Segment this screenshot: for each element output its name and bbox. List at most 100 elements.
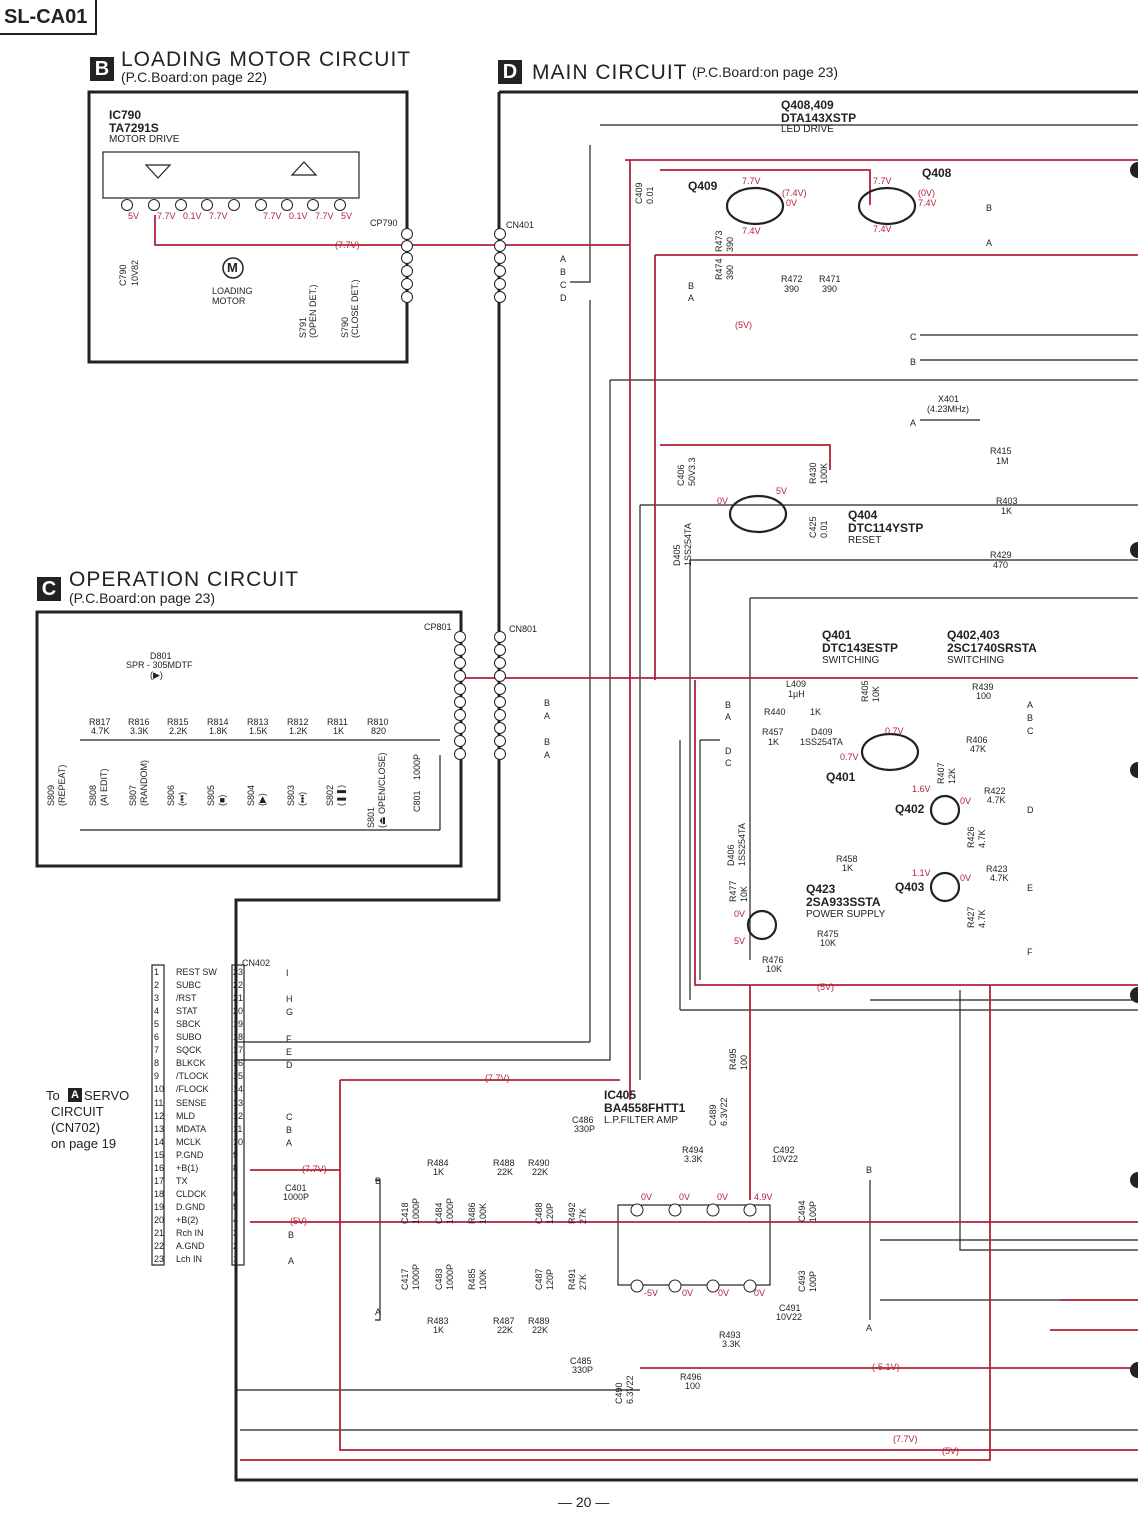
q408-409-part: DTA143XSTP xyxy=(781,111,857,125)
section-title-operation: OPERATION CIRCUIT xyxy=(69,568,300,591)
c483-val: 1000P xyxy=(445,1263,455,1290)
r811-val: 1K xyxy=(333,726,345,736)
c489-val: 6.3V22 xyxy=(719,1097,729,1126)
r489-val: 22K xyxy=(532,1325,549,1335)
r492-ref: R492 xyxy=(567,1202,577,1224)
r426-val: 4.7K xyxy=(977,829,987,848)
r471-val: 390 xyxy=(822,284,838,294)
cn402-pin-label: MDATA xyxy=(176,1123,207,1134)
r488-ref: R488 xyxy=(493,1158,515,1168)
r496-val: 100 xyxy=(685,1381,701,1391)
cn801-letter-b2: B xyxy=(544,737,551,747)
c417-val: 1000P xyxy=(411,1263,421,1290)
cn402-pin-label: /FLOCK xyxy=(176,1084,209,1095)
r484-val: 1K xyxy=(433,1167,445,1177)
c484-ref: C484 xyxy=(434,1202,444,1224)
r474-letter-b: B xyxy=(688,281,695,291)
v-q404-b: 0V xyxy=(717,496,729,506)
c418-val: 1000P xyxy=(411,1197,421,1224)
c409-ref: C409 xyxy=(634,182,644,204)
v-q408-c: 7.4V xyxy=(918,198,937,208)
cn402-pin-number-left: 8 xyxy=(154,1058,160,1069)
cn402-pin-label: SBCK xyxy=(176,1019,201,1030)
out-letter-c: C xyxy=(1027,726,1034,736)
c494-ref: C494 xyxy=(797,1200,807,1222)
cn402-pin-label: D.GND xyxy=(176,1201,205,1212)
out-letter-e: E xyxy=(1027,883,1034,893)
c489-ref: C489 xyxy=(708,1104,718,1126)
l409-ref: L409 xyxy=(786,679,807,689)
q401h-desc: SWITCHING xyxy=(822,655,880,666)
page-number: — 20 — xyxy=(558,1494,610,1510)
d409-ref: D409 xyxy=(811,727,833,737)
v-ic790-p3: 7.7V xyxy=(263,211,282,221)
cn401-letter-a: A xyxy=(560,254,567,264)
r811-ref: R811 xyxy=(327,717,348,727)
cn401-label: CN401 xyxy=(506,220,535,230)
cn402-pin-number-right: 13 xyxy=(233,1097,244,1108)
c487-val: 120P xyxy=(545,1268,555,1290)
cn402-pin-number-right: 8 xyxy=(233,1162,239,1173)
r491-ref: R491 xyxy=(567,1268,577,1290)
v-ic405-p5: 0V xyxy=(641,1192,653,1202)
v-ic405-p7: 0V xyxy=(717,1192,729,1202)
d409-val: 1SS254TA xyxy=(800,737,843,747)
s801-ref: S801 xyxy=(366,806,376,828)
cn402-pin-label: STAT xyxy=(176,1006,198,1017)
s807-ref: S807 xyxy=(128,784,138,806)
r406-ref: R406 xyxy=(966,735,988,745)
r429-val: 470 xyxy=(993,560,1009,570)
r810-val: 820 xyxy=(371,726,387,736)
r403-ref: R403 xyxy=(996,496,1018,506)
v-q401-b: 0.7V xyxy=(885,726,904,736)
d406-ref: D406 xyxy=(726,844,736,866)
cn402-pin-number-right: 23 xyxy=(233,967,244,977)
q404-desc: RESET xyxy=(848,535,882,546)
cn402-pin-label: +B(1) xyxy=(176,1162,199,1173)
r814-ref: R814 xyxy=(207,717,229,727)
cn402-letter-i: I xyxy=(286,968,289,978)
c409-val: 0.01 xyxy=(645,186,655,204)
x401-ref: X401 xyxy=(938,394,960,404)
cn402-pin-number-right: 6 xyxy=(233,1188,239,1199)
cn402-pin-number-right: 9 xyxy=(233,1149,239,1160)
v-q408-b: (0V) xyxy=(918,188,936,198)
ic790-part: TA7291S xyxy=(109,121,159,135)
c485-val: 330P xyxy=(572,1365,594,1375)
v-q403-c: 0V xyxy=(960,873,972,883)
v-ic790-p7: 0.1V xyxy=(183,211,202,221)
servo-l4: on page 19 xyxy=(51,1136,117,1151)
v-q403-b: 1.1V xyxy=(912,868,931,878)
cn402-pin-number-right: 19 xyxy=(233,1019,244,1030)
cn402-pin-label: +B(2) xyxy=(176,1214,199,1225)
cn402-pin-number-left: 9 xyxy=(154,1071,160,1082)
s791-ref: S791 xyxy=(298,316,308,338)
c488-val: 120P xyxy=(545,1202,555,1224)
q401-letter-b: B xyxy=(725,700,732,710)
cn401-letter-b: B xyxy=(560,267,567,277)
motor-label2: MOTOR xyxy=(212,296,246,306)
q402-label: Q402 xyxy=(895,802,925,816)
q401h-ref: Q401 xyxy=(822,628,852,642)
c488-ref: C488 xyxy=(534,1202,544,1224)
r485-val: 100K xyxy=(478,1268,488,1290)
v-ic790-p2: 0.1V xyxy=(289,211,308,221)
r422-ref: R422 xyxy=(984,786,1006,796)
lpf-letter-b: B xyxy=(375,1176,382,1186)
out-letter-b: B xyxy=(1027,713,1034,723)
r406-val: 47K xyxy=(970,744,987,754)
v-ic405-p2: 0V xyxy=(718,1288,730,1298)
section-letter-loading: B xyxy=(90,57,114,81)
q404-ref: Q404 xyxy=(848,508,878,522)
v-q401-e: 0.7V xyxy=(840,752,859,762)
servo-letter: A xyxy=(68,1088,82,1102)
cn402-pin-number-left: 6 xyxy=(154,1032,160,1043)
s806-desc: (⏮) xyxy=(177,791,187,806)
s802-ref: S802 xyxy=(325,784,335,806)
r817-val: 4.7K xyxy=(91,726,110,736)
v-neg51: (-5.1V) xyxy=(872,1362,900,1372)
r815-val: 2.2K xyxy=(169,726,188,736)
v-77-line: (7.7V) xyxy=(485,1073,510,1083)
v-q423-b: 0V xyxy=(734,909,746,919)
r427-ref: R427 xyxy=(966,906,976,928)
